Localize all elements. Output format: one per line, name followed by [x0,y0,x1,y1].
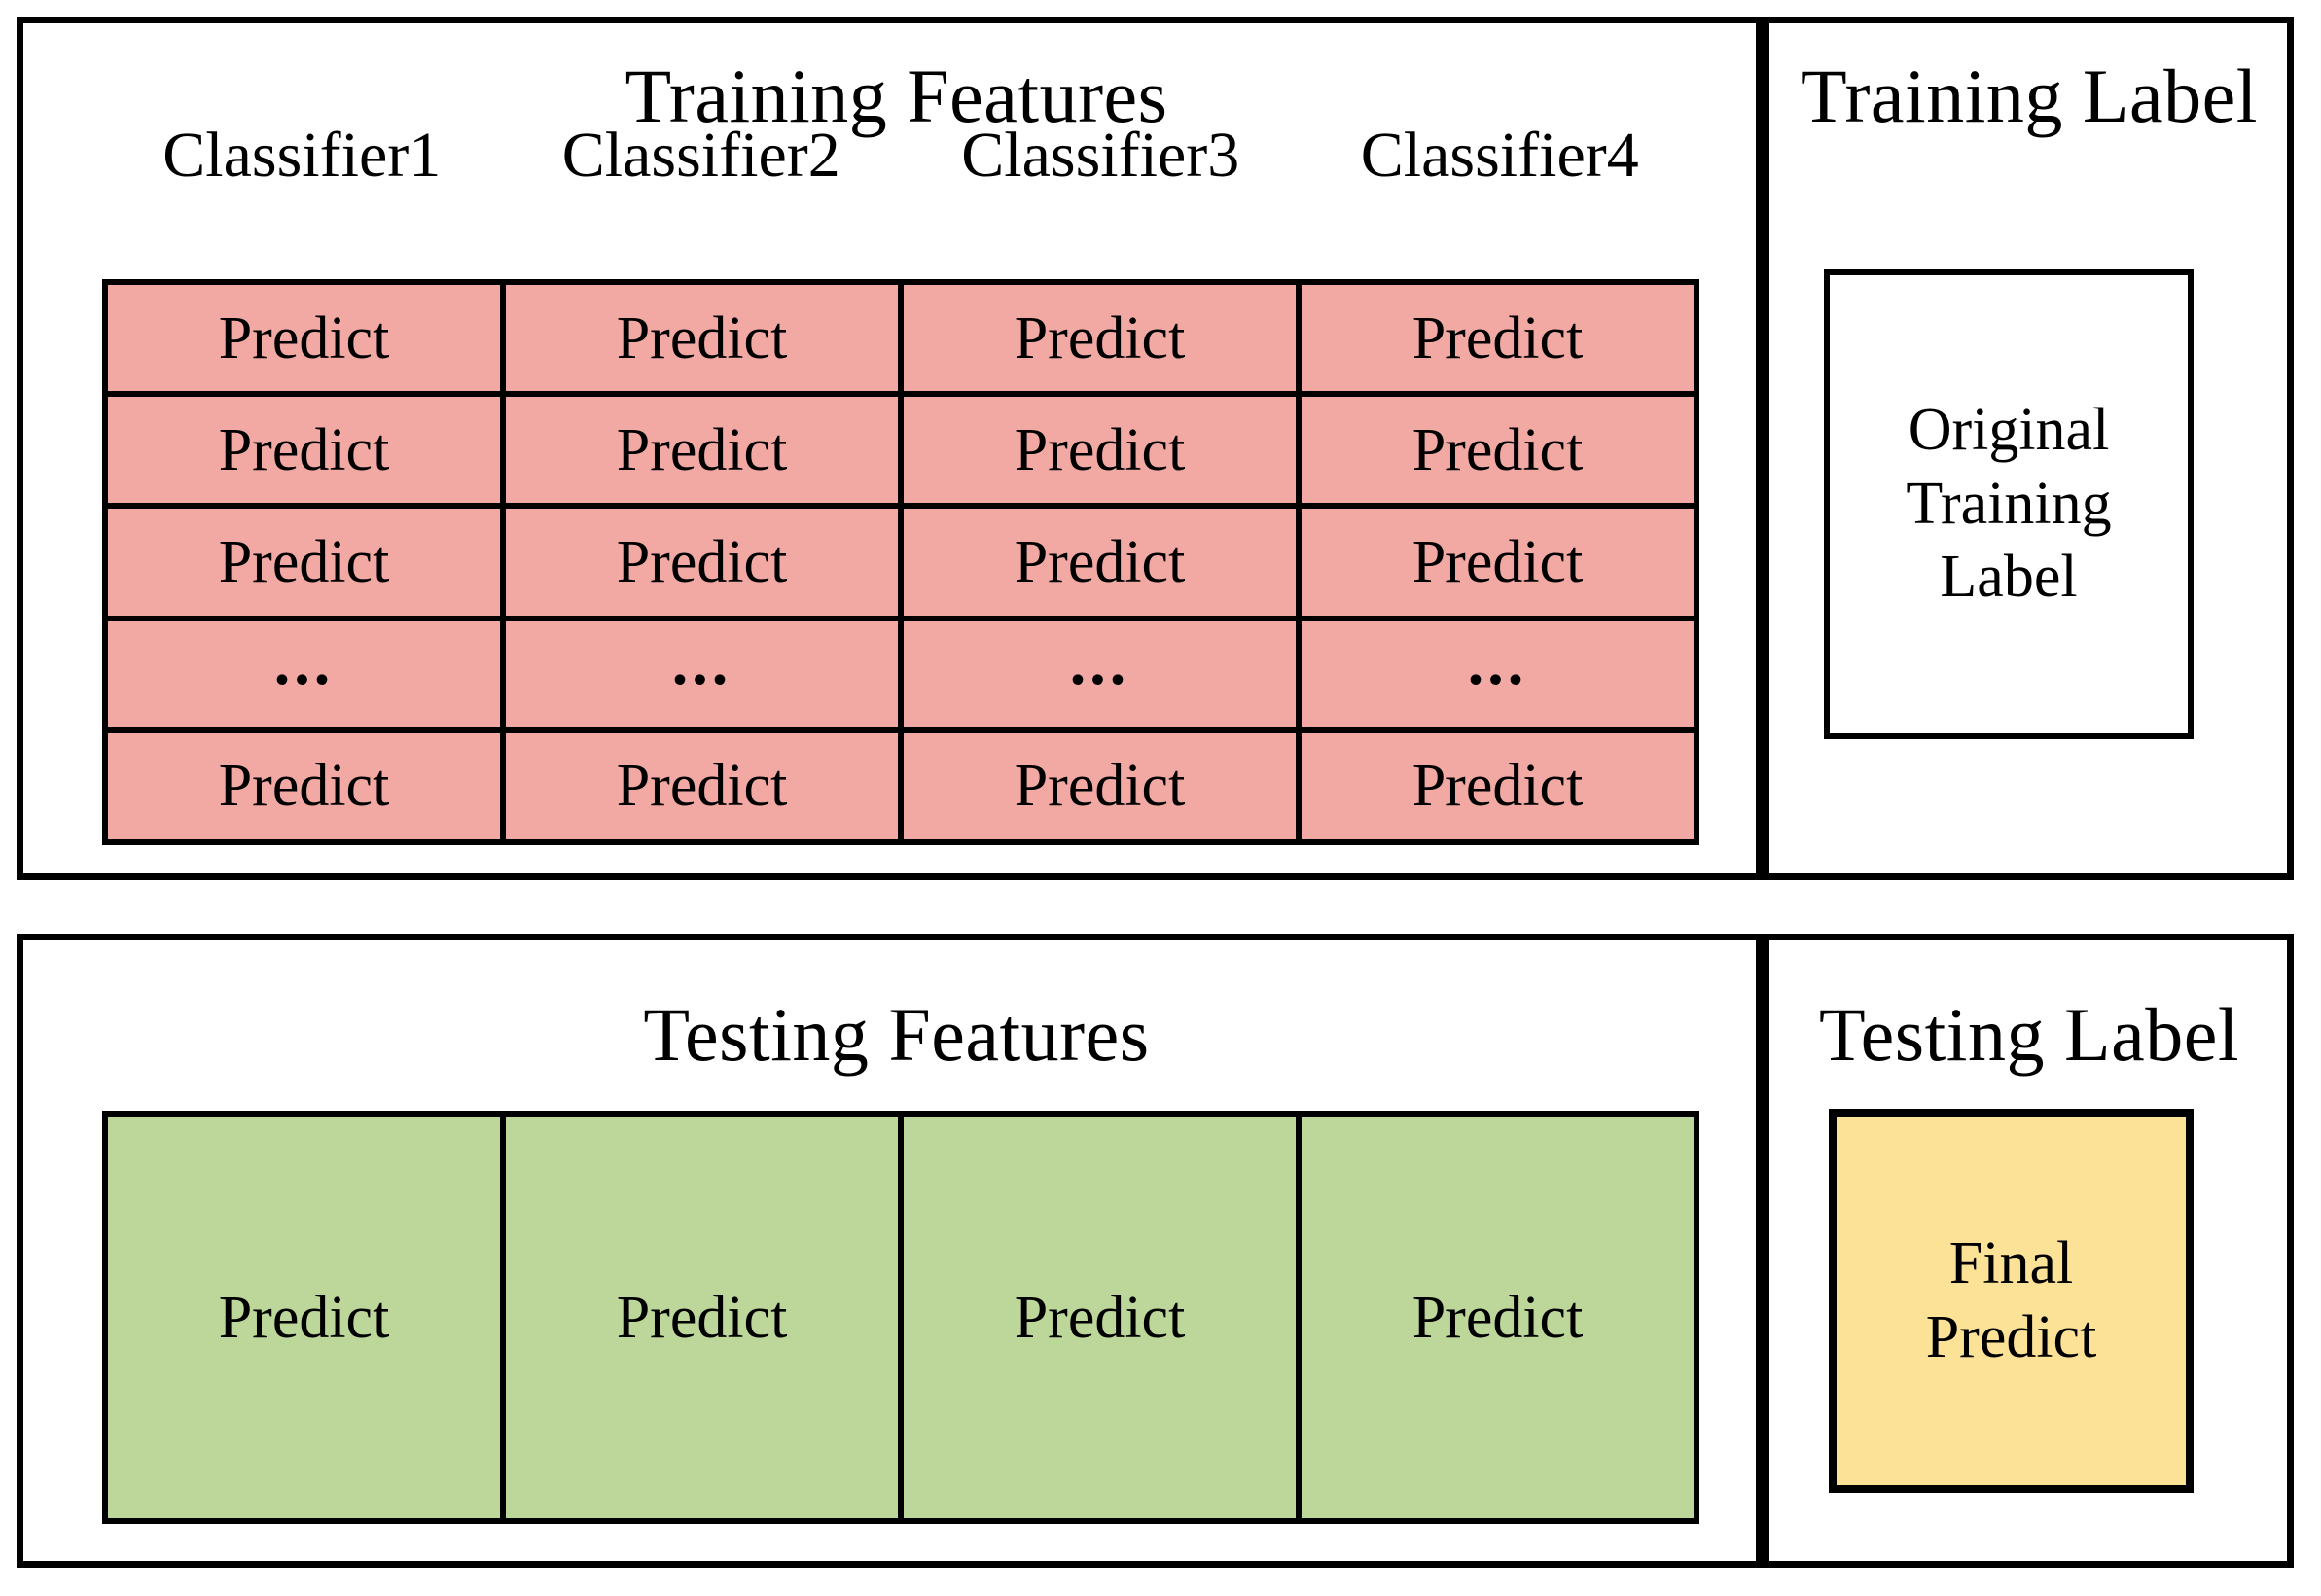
testing-label-panel: Testing Label Final Predict [1763,934,2294,1568]
testing-cell: Predict [904,1117,1302,1518]
testing-features-title: Testing Features [643,992,1150,1077]
table-row: Predict Predict Predict Predict [108,509,1694,621]
training-cell: Predict [904,397,1302,504]
classifier-header-1: Classifier1 [162,120,442,191]
testing-features-grid: Predict Predict Predict Predict [102,1111,1699,1524]
original-training-label-line-2: Training [1906,470,2112,537]
training-cell: Predict [904,285,1302,392]
table-row: Predict Predict Predict Predict [108,732,1694,840]
table-row: Predict Predict Predict Predict [108,285,1694,398]
training-cell: Predict [1411,304,1584,372]
training-cell-ellipsis: ... [506,621,904,727]
training-cell: Predict [506,285,904,392]
original-training-label-text: Original Training Label [1906,394,2111,615]
training-cell-ellipsis: ... [108,621,506,727]
testing-cell: Predict [506,1117,904,1518]
training-cell: Predict [1411,416,1584,483]
testing-label-title: Testing Label [1818,992,2240,1077]
training-cell: Predict [904,732,1302,840]
training-cell: Predict [506,732,904,840]
training-cell: Predict [904,509,1302,616]
training-cell: Predict [1411,529,1584,595]
training-cell: Predict [108,397,506,504]
final-predict-line-1: Final [1948,1229,2074,1296]
testing-cell: Predict [1411,1284,1584,1351]
original-training-label-line-3: Label [1940,544,2078,611]
training-cell: Predict [1411,753,1584,820]
classifier-header-2: Classifier2 [561,120,840,191]
final-predict-text: Final Predict [1926,1227,2097,1374]
final-predict-box: Final Predict [1829,1109,2194,1493]
training-features-title: Training Features [625,53,1168,138]
training-cell: Predict [108,285,506,392]
original-training-label-box: Original Training Label [1824,269,2194,739]
training-cell: Predict [108,732,506,840]
original-training-label-line-1: Original [1908,397,2110,464]
training-features-grid: Predict Predict Predict Predict Predict … [102,279,1699,845]
training-label-panel: Training Label Original Training Label [1763,17,2294,880]
training-cell: Predict [108,509,506,616]
training-cell: Predict [506,509,904,616]
table-row: Predict Predict Predict Predict [108,397,1694,510]
testing-features-panel: Testing Features Predict Predict Predict… [17,934,1763,1568]
training-cell-ellipsis: ... [904,621,1302,727]
testing-cell: Predict [108,1117,506,1518]
classifier-header-3: Classifier3 [961,120,1240,191]
training-label-title: Training Label [1801,53,2258,138]
classifier-header-row: Classifier1 Classifier2 Classifier3 Clas… [102,124,1699,188]
training-cell: Predict [506,397,904,504]
table-row-ellipsis: ... ... ... ... [108,621,1694,733]
classifier-header-4: Classifier4 [1360,120,1639,191]
final-predict-line-2: Predict [1925,1303,2097,1370]
training-cell-ellipsis: ... [1467,627,1528,699]
training-features-panel: Training Features Classifier1 Classifier… [17,17,1763,880]
